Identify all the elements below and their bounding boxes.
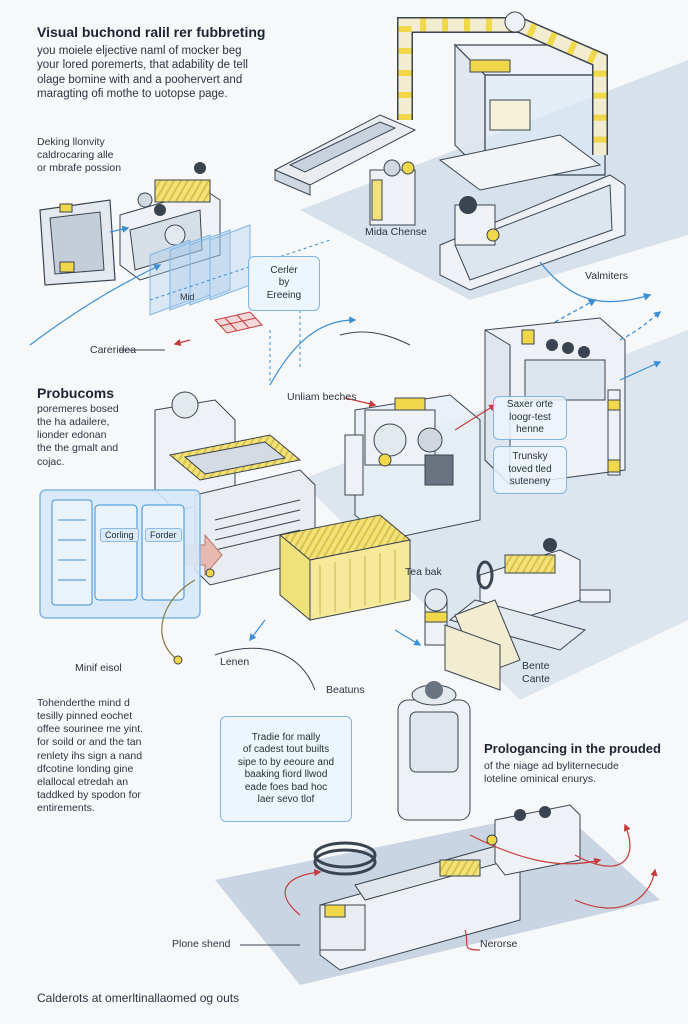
center-machine [344, 394, 481, 541]
flow-arrow-top-2 [554, 299, 597, 323]
mid-left-body: poremeres bosed the ha adailere, lionder… [37, 403, 119, 468]
label-bente-cante: Bente Cante [522, 660, 551, 686]
label-mida-chense: Mida Chense [365, 226, 427, 238]
top-section-body: you moiele eljective naml of mocker beg … [37, 45, 248, 101]
top-enclosure-machine [273, 11, 626, 291]
lower-right-conveyor [424, 538, 611, 691]
bottom-right-title: Prologancing in the prouded [484, 741, 661, 756]
panel-label-left: Corling [100, 528, 139, 542]
callout-box-right-bottom: Trunsky toved tled suteneny [493, 446, 567, 494]
top-section-title: Visual buchond ralil rer fubbreting [37, 24, 266, 40]
callout-box-bottom: Tradie for mally of cadest tout builts s… [220, 716, 352, 822]
label-lenen: Lenen [220, 656, 250, 668]
panel-label-right: Forder [145, 528, 182, 542]
footer-caption: Calderots at omerltinallaomed og outs [37, 991, 240, 1005]
label-unliam-beches: Unliam beches [287, 391, 357, 403]
label-valmiters: Valmiters [585, 270, 628, 282]
mid-left-title: Probucoms [37, 385, 115, 401]
callout-box-center: Cerler by Ereeing [248, 256, 320, 311]
note-bottom-left: Tohenderthe mind d tesilly pinned eochet… [37, 697, 144, 814]
label-beatuns: Beatuns [326, 684, 365, 696]
label-caneridea: Careridea [90, 344, 137, 356]
callout-box-right-top: Saxer orte loogr-test henne [493, 396, 567, 440]
label-tea-bak: Tea bak [405, 566, 442, 578]
flow-arrow-top [539, 261, 652, 303]
press-machine [154, 391, 412, 622]
label-mid: Mid [180, 292, 195, 302]
bottom-machine [313, 681, 581, 971]
label-nerorse: Nerorse [480, 938, 518, 950]
label-minif-eisol: Minif eisol [75, 662, 122, 674]
bottom-right-body: of the niage ad byliternecude loteline o… [484, 760, 619, 786]
label-plone-shend: Plone shend [172, 938, 231, 950]
upper-left-machine [29, 162, 357, 386]
control-panel-card [39, 489, 201, 619]
note-top-left: Deking llonvity caldrocaring alle or mbr… [37, 136, 122, 175]
